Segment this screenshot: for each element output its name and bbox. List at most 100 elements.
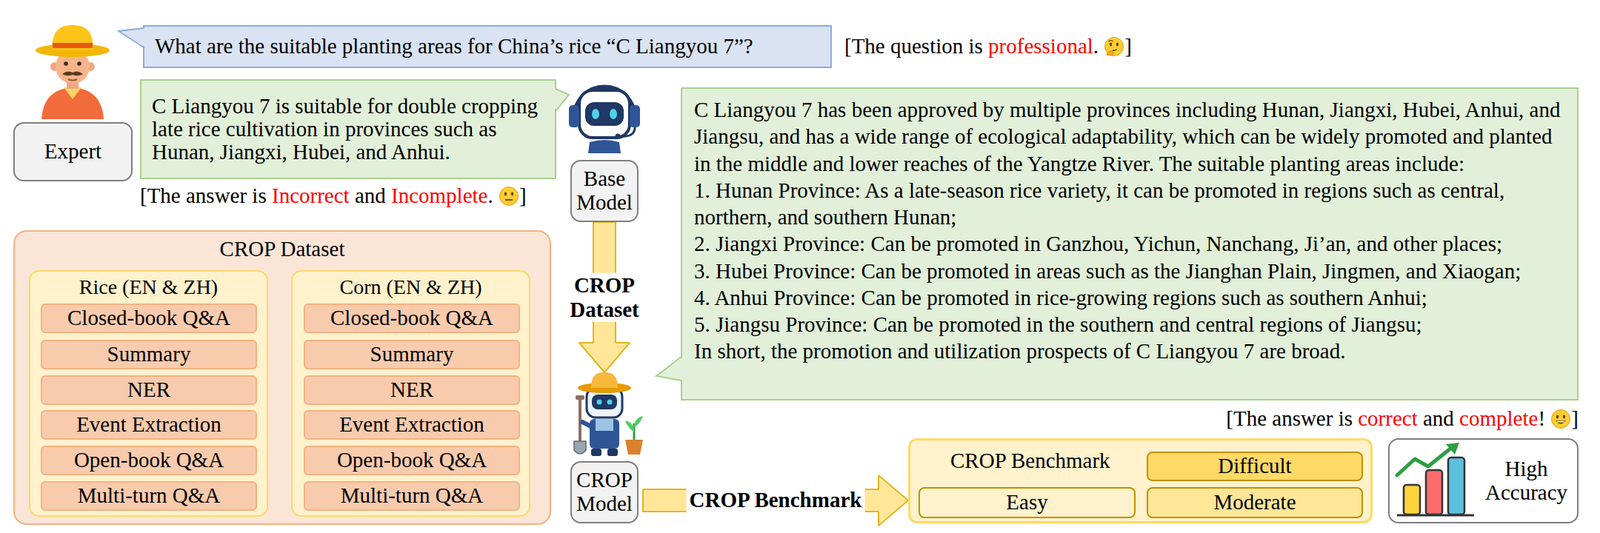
- answer-bubble-text: In short, the promotion and utilization …: [694, 337, 1567, 365]
- base-robot-icon: [615, 134, 621, 140]
- emoji-face: [1550, 408, 1572, 430]
- crop-robot-icon: [607, 448, 618, 457]
- result-box-text: High Accuracy: [1480, 457, 1573, 506]
- verdict-text: and: [1422, 406, 1455, 432]
- crop-robot-icon: [591, 448, 602, 457]
- emoji-face: [1103, 36, 1125, 58]
- base-robot-icon: [568, 105, 580, 128]
- model-box: Base Model: [565, 79, 643, 223]
- question-bubble: What are the suitable planting areas for…: [142, 25, 832, 69]
- task-box-text: Summary: [370, 342, 455, 367]
- verdict-text: ]: [1124, 34, 1132, 59]
- model-box: CROP Model: [565, 372, 643, 524]
- verdict-text: ]: [1571, 406, 1579, 432]
- bubble-tail: [656, 357, 682, 381]
- crop-robot-icon: [625, 420, 635, 433]
- answer-bubble-text: 4. Anhui Province: Can be promoted in ri…: [694, 284, 1567, 312]
- crop-robot-icon: [607, 400, 613, 406]
- verdict-line: [The answer iscorrectandcomplete!]: [1225, 406, 1579, 432]
- chart-icon: [1397, 448, 1451, 476]
- crop-robot-icon: [591, 372, 618, 389]
- chart-icon: [1425, 470, 1443, 515]
- level-box-text: Moderate: [1213, 491, 1296, 515]
- bubble-tail: [142, 25, 144, 26]
- task-box-text: Open-book Q&A: [337, 448, 487, 473]
- verdict-text: [The answer is: [140, 183, 267, 209]
- base-robot-icon: [588, 140, 621, 154]
- base-robot-icon: [609, 108, 618, 120]
- chart-icon: [1448, 457, 1465, 515]
- crop-robot-icon: [595, 419, 614, 432]
- task-box: Event Extraction: [40, 410, 258, 440]
- crop-group-text: Rice (EN & ZH): [79, 276, 218, 300]
- task-box-text: Summary: [107, 342, 192, 367]
- benchmark-panel-text: CROP Benchmark: [950, 449, 1111, 474]
- farmer-icon: [35, 25, 110, 120]
- answer-bubble-text: 1. Hunan Province: As a late-season rice…: [694, 177, 1567, 232]
- verdict-text: [The question is: [844, 34, 983, 59]
- crop-group-text: Corn (EN & ZH): [339, 276, 482, 300]
- emoji-face: [498, 185, 520, 207]
- answer-bubble-text: 2. Jiangxi Province: Can be promoted in …: [694, 230, 1567, 258]
- task-box-text: Open-book Q&A: [74, 448, 224, 473]
- verdict-word: Incomplete: [391, 183, 488, 209]
- answer-bubble-text: 5. Jiangsu Province: Can be promoted in …: [694, 311, 1567, 338]
- bubble-tail: [140, 79, 141, 80]
- verdict-text: !: [1537, 406, 1546, 432]
- task-box: Summary: [303, 340, 520, 370]
- level-box-text: Easy: [1005, 491, 1048, 515]
- crop-robot-icon: [591, 394, 618, 410]
- base-robot-icon: [591, 108, 600, 120]
- base-robot-icon: [585, 102, 624, 126]
- benchmark-panel: CROP Benchmark DifficultEasy Moderate: [908, 438, 1373, 524]
- verdict-word: professional: [988, 34, 1094, 59]
- task-box: Multi-turn Q&A: [40, 481, 258, 512]
- base-robot-icon: [629, 105, 640, 128]
- crop-robot-icon: [574, 441, 586, 455]
- answer-bubble: C Liangyou 7 is suitable for double crop…: [140, 79, 557, 180]
- farmer-icon: [77, 61, 82, 66]
- crop-robot-icon: [597, 400, 603, 406]
- role-box: Expert: [13, 122, 133, 182]
- chart-icon: [1397, 442, 1475, 516]
- answer-bubble-text: C Liangyou 7 has been approved by multip…: [694, 96, 1567, 178]
- answer-bubble-text: 3. Hubei Province: Can be promoted in ar…: [694, 257, 1567, 285]
- dataset-panel: CROP DatasetRice (EN & ZH) Closed-book Q&…: [13, 230, 552, 526]
- task-box: Open-book Q&A: [40, 445, 258, 476]
- block-arrow: [642, 475, 909, 526]
- verdict-text: [The answer is: [1225, 406, 1353, 432]
- emoji-face: [1103, 36, 1125, 58]
- task-box: Closed-book Q&A: [40, 303, 258, 334]
- task-box: Summary: [40, 340, 258, 370]
- level-box: Difficult: [1146, 451, 1363, 482]
- farmer-icon: [41, 87, 104, 120]
- level-box: Easy: [918, 487, 1136, 519]
- question-bubble-text: What are the suitable planting areas for…: [154, 34, 820, 59]
- level-box: Moderate: [1146, 487, 1363, 519]
- crop-robot-icon: [574, 372, 643, 457]
- verdict-word: correct: [1357, 406, 1418, 432]
- dataset-panel-text: CROP Dataset: [220, 237, 346, 262]
- verdict-line: [The question isprofessional.]: [844, 34, 1132, 59]
- farmer-icon: [52, 42, 93, 49]
- verdict-word: complete: [1459, 406, 1538, 432]
- emoji-face: [498, 185, 520, 207]
- crop-group: Corn (EN & ZH)Closed-book Q&ASummaryNERE…: [291, 270, 531, 518]
- level-box-text: Difficult: [1217, 454, 1292, 479]
- verdict-text: and: [354, 183, 386, 209]
- result-box: High Accuracy: [1388, 438, 1579, 524]
- chart-icon: [1445, 442, 1460, 455]
- model-box-text: Base Model: [570, 160, 639, 223]
- task-box-text: NER: [127, 378, 171, 403]
- crop-robot-icon: [589, 419, 620, 449]
- task-box-text: Closed-book Q&A: [330, 306, 494, 331]
- farmer-icon: [68, 79, 78, 81]
- verdict-text: .: [1093, 34, 1099, 59]
- verdict-word: Incorrect: [271, 183, 350, 209]
- task-box-text: Closed-book Q&A: [67, 306, 231, 331]
- bubble-tail: [118, 28, 144, 48]
- crop-robot-icon: [625, 440, 643, 455]
- answer-bubble: C Liangyou 7 has been approved by multip…: [680, 87, 1579, 401]
- bubble-tail: [555, 88, 569, 112]
